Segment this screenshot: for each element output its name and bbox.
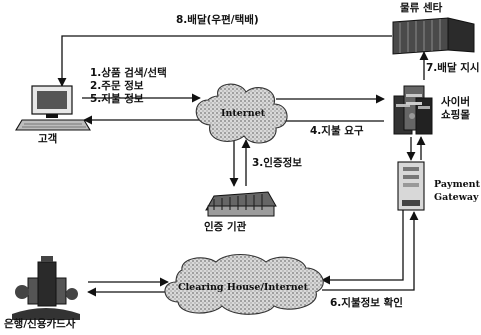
logistics-label: 물류 센타 [400,2,442,14]
step5-label: 5.지불 정보 [90,93,144,105]
certification-label: 인증 기관 [204,221,246,233]
payment-gateway-label-line1: Payment [434,179,480,191]
computer-icon [16,86,90,130]
step1-label: 1.상품 검색/선택 [90,67,167,79]
customer-label: 고객 [38,133,57,145]
cyber-mall-label-line1: 사이버 [441,96,470,108]
step7-label: 7.배달 지시 [426,62,480,74]
cyber-mall-label-line2: 쇼핑몰 [441,109,470,121]
payment-gateway-label-line2: Gateway [434,192,479,204]
certification-building-icon [206,192,276,216]
step4-label: 4.지불 요구 [310,125,364,137]
step3-label: 3.인증정보 [252,157,302,169]
arrow-clearing-to-gateway [322,212,414,290]
server-cluster-icon [394,86,432,134]
step6-label: 6.지불정보 확인 [330,297,403,309]
gateway-server-icon [398,162,424,210]
warehouse-icon [393,18,474,54]
internet-label: Internet [221,108,265,120]
step2-label: 2.주문 정보 [90,80,144,92]
bank-label: 은행/신용카드사 [4,318,75,330]
clearing-house-label: Clearing House/Internet [178,282,308,294]
arrow-gateway-to-clearing [322,210,403,280]
bank-building-icon [12,256,80,320]
delivery-step-label: 8.배달(우편/택배) [176,14,259,26]
